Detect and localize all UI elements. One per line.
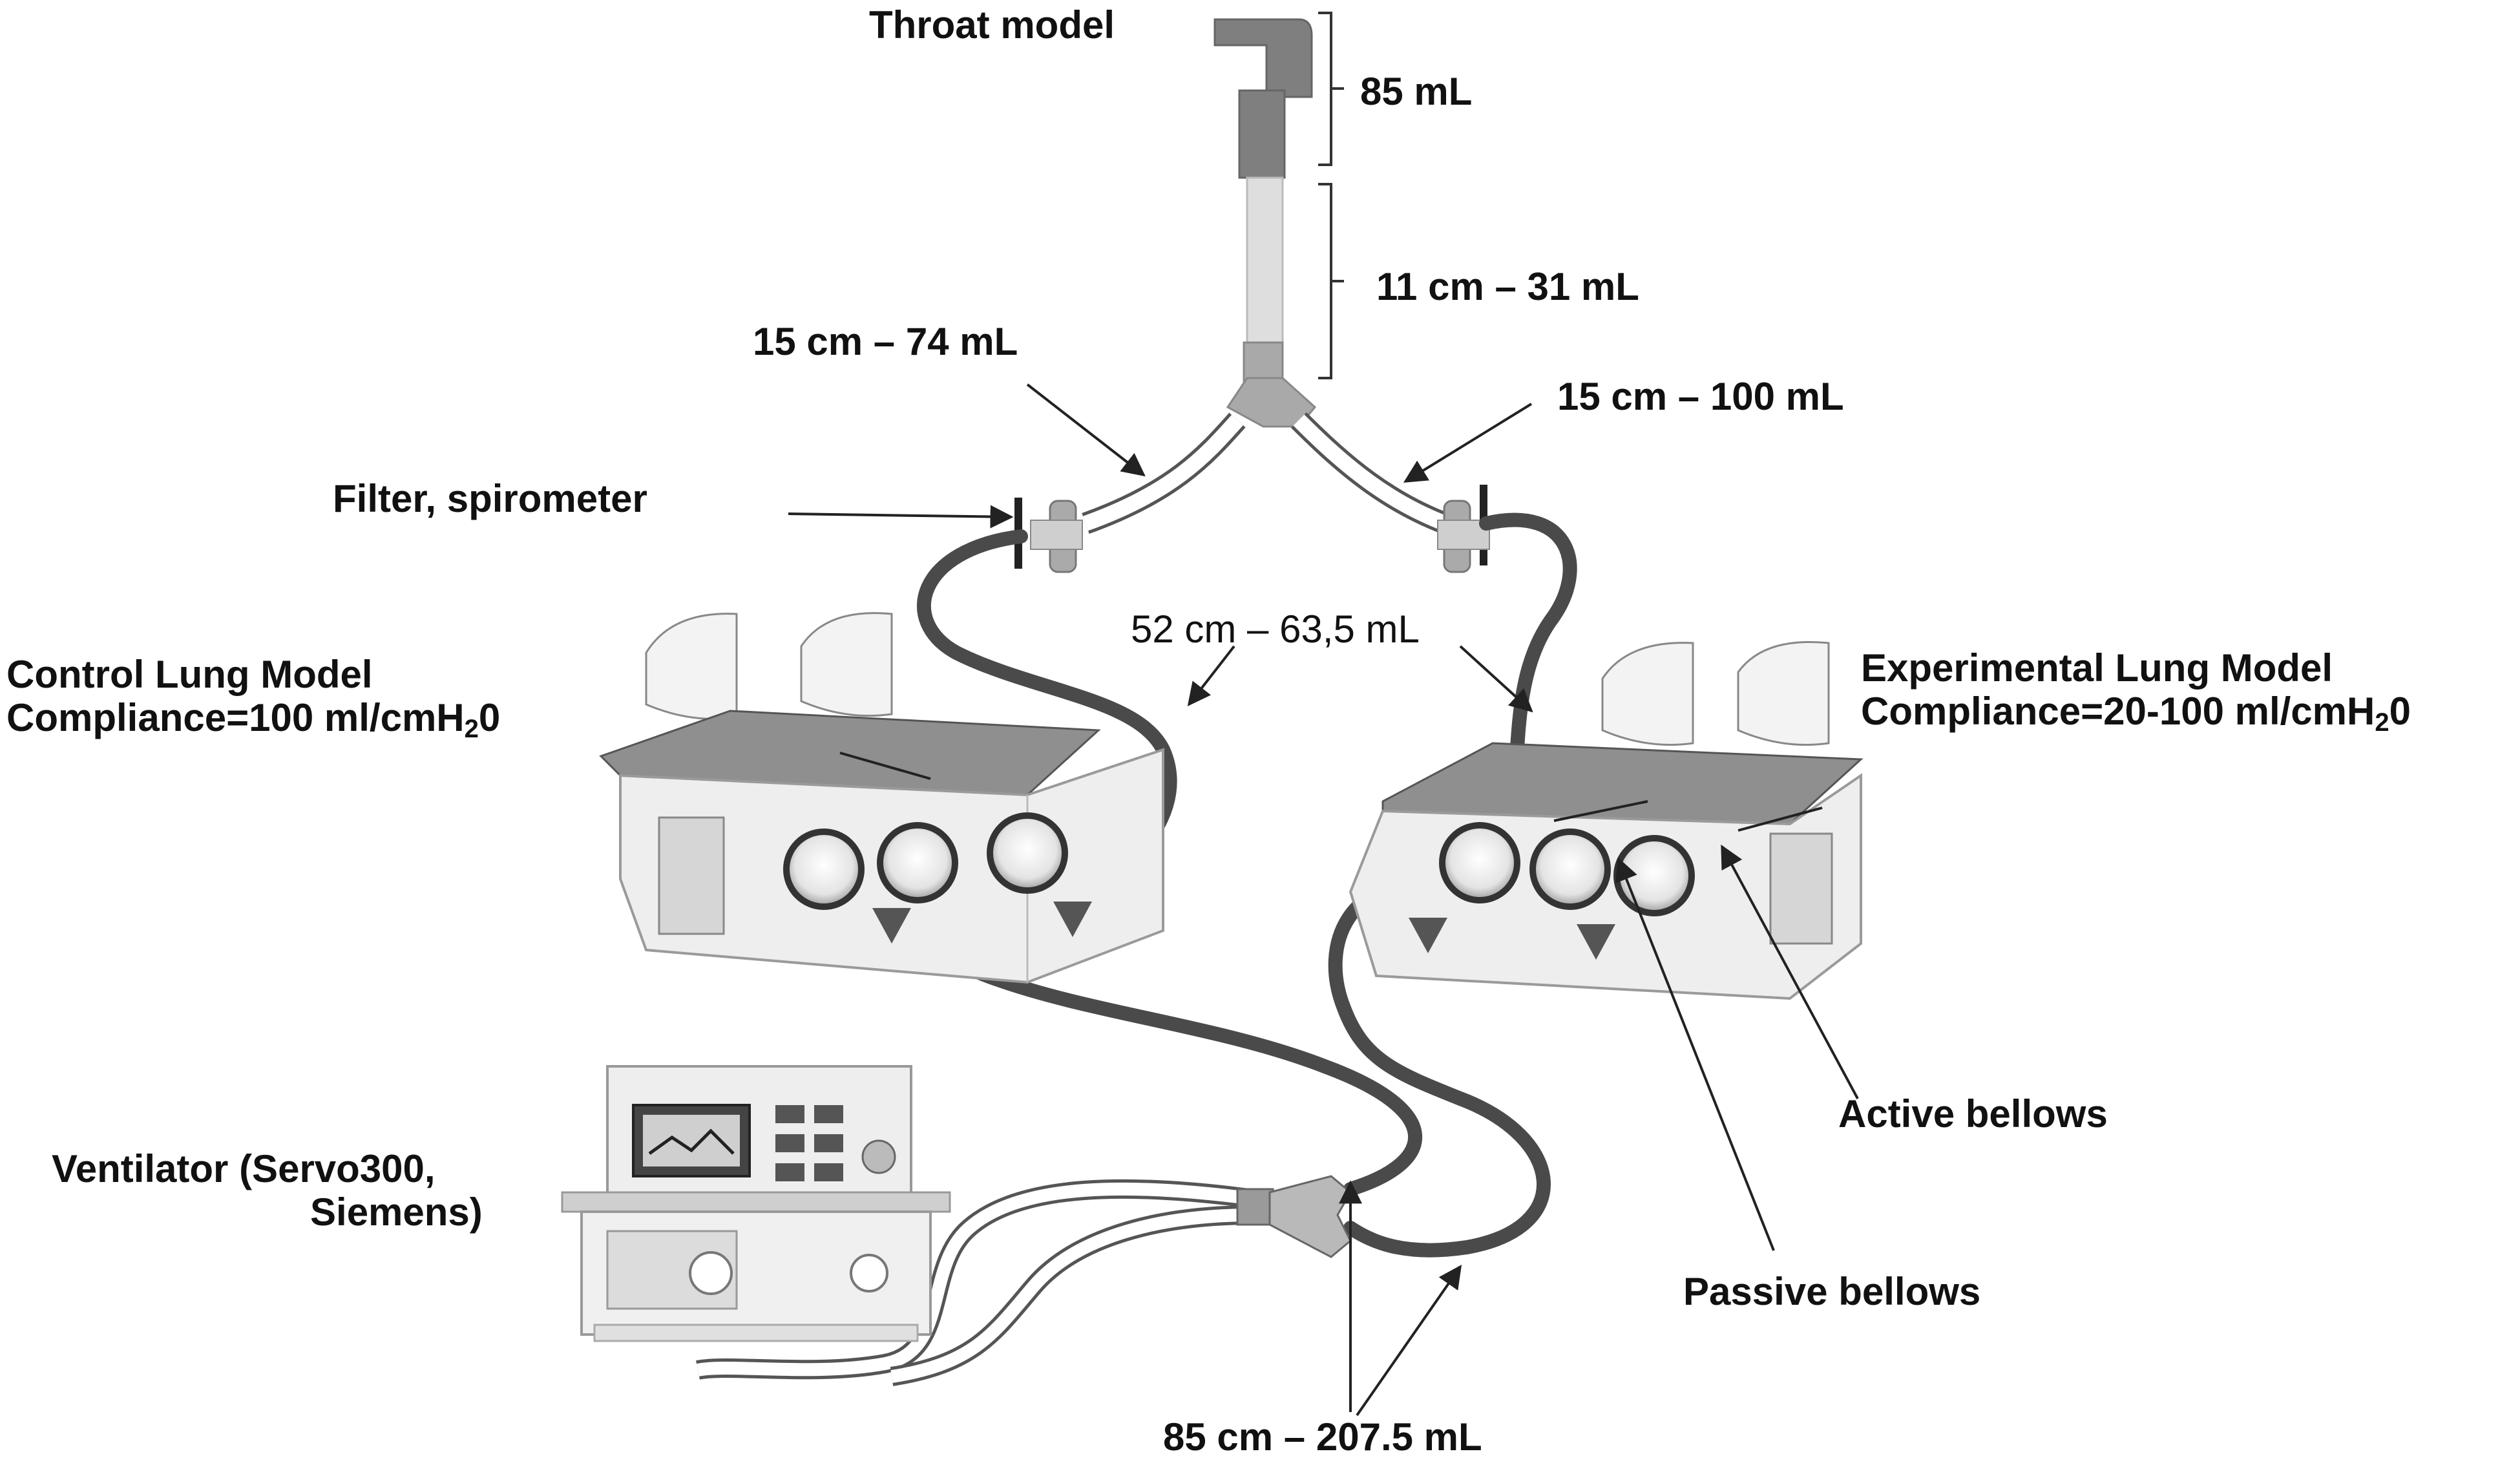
pointer-arrows bbox=[788, 383, 1859, 1417]
control-lung-compliance: Compliance=100 ml/cmH20 bbox=[6, 696, 501, 744]
experimental-lung-device bbox=[1349, 640, 1864, 1000]
filter-spirometer-left bbox=[1014, 498, 1083, 573]
label-tube-11cm: 11 cm – 31 mL bbox=[1376, 265, 1639, 308]
label-tube-85cm: 85 cm – 207.5 mL bbox=[1163, 1415, 1482, 1459]
experimental-lung-compliance: Compliance=20-100 ml/cmH20 bbox=[1861, 690, 2411, 737]
label-tube-52cm: 52 cm – 63,5 mL bbox=[1131, 607, 1420, 651]
label-85ml: 85 mL bbox=[1360, 70, 1473, 113]
ventilator-tubes bbox=[696, 1179, 1255, 1386]
ventilator-line1: Ventilator (Servo300, bbox=[52, 1147, 436, 1190]
control-lung-title: Control Lung Model bbox=[6, 653, 373, 696]
label-filter-spirometer: Filter, spirometer bbox=[333, 477, 647, 520]
ventilator-y-connector bbox=[1236, 1175, 1352, 1258]
bellows-lid-pointers bbox=[1553, 800, 1823, 832]
ventilator-device bbox=[561, 1065, 951, 1342]
label-control-lung-model: Control Lung Model Compliance=100 ml/cmH… bbox=[6, 653, 500, 744]
bracket-11cm bbox=[1318, 183, 1344, 379]
control-lid-pointer bbox=[839, 752, 931, 780]
bracket-85ml bbox=[1318, 12, 1344, 166]
label-experimental-lung-model: Experimental Lung Model Compliance=20-10… bbox=[1861, 646, 2411, 737]
label-ventilator: Ventilator (Servo300, Siemens) bbox=[52, 1147, 483, 1234]
y-branch-tubes bbox=[1082, 412, 1458, 538]
label-tube-15cm-right: 15 cm – 100 mL bbox=[1557, 375, 1844, 418]
throat-model bbox=[1213, 18, 1317, 428]
label-throat-model: Throat model bbox=[869, 3, 1115, 47]
experimental-lung-title: Experimental Lung Model bbox=[1861, 646, 2333, 690]
label-tube-15cm-left: 15 cm – 74 mL bbox=[753, 320, 1018, 363]
control-lung-device bbox=[599, 612, 1164, 984]
label-passive-bellows: Passive bellows bbox=[1683, 1270, 1981, 1313]
ventilator-line2: Siemens) bbox=[310, 1190, 483, 1234]
label-active-bellows: Active bellows bbox=[1838, 1092, 2108, 1135]
